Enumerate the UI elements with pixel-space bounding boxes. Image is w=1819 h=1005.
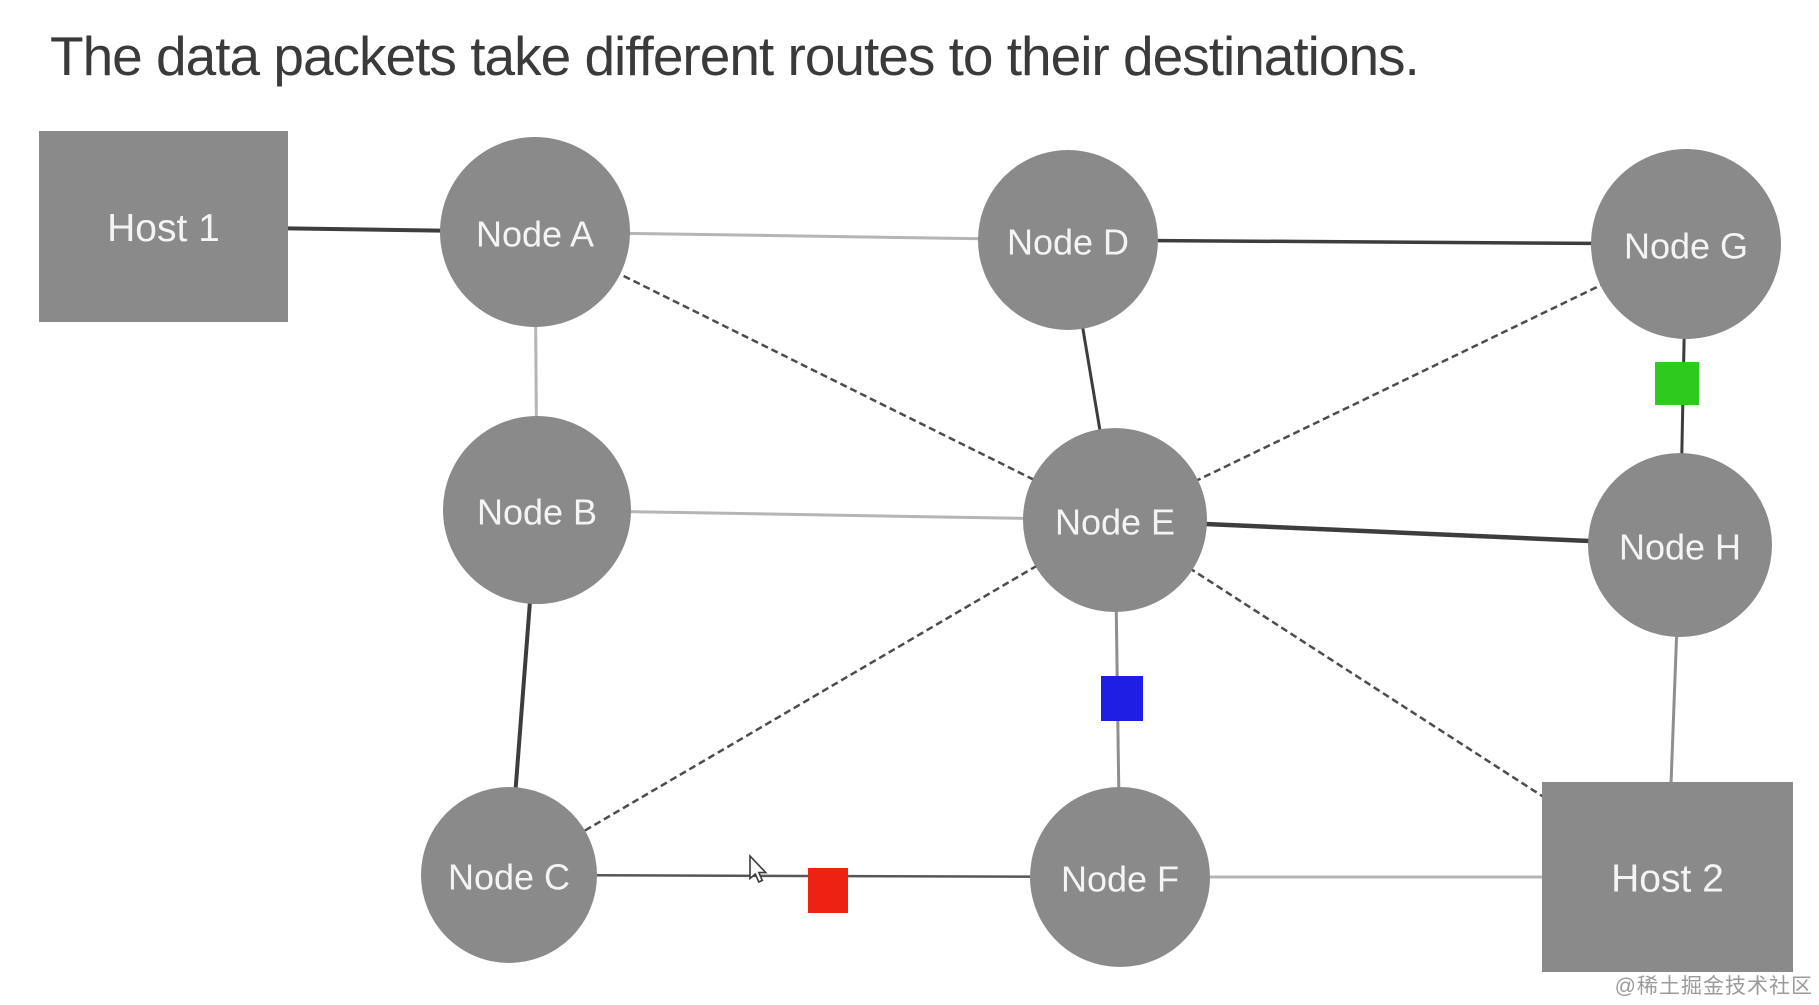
node-G-circle	[1591, 149, 1781, 339]
node-A-label: Node A	[476, 214, 594, 255]
edge-B-E	[536, 508, 1116, 522]
mouse-cursor	[749, 853, 768, 884]
packet-red	[808, 868, 848, 913]
node-E-circle	[1023, 428, 1207, 612]
node-F-circle	[1030, 787, 1210, 967]
node-D-circle	[978, 150, 1158, 330]
node-B-label: Node B	[477, 492, 597, 533]
node-G-label: Node G	[1624, 226, 1748, 267]
host1-label: Host 1	[107, 207, 220, 250]
packet-blue	[1101, 676, 1143, 721]
node-C-label: Node C	[448, 857, 570, 898]
edge-A-E	[534, 230, 1116, 522]
edge-C-E	[508, 518, 1116, 877]
node-H-circle	[1588, 453, 1772, 637]
node-C: Node C	[421, 787, 597, 963]
node-E: Node E	[1023, 428, 1207, 612]
node-H-label: Node H	[1619, 527, 1741, 568]
watermark: @稀土掘金技术社区	[1614, 975, 1813, 998]
node-B: Node B	[443, 416, 631, 604]
host1-box	[39, 131, 288, 322]
edge-E-G	[1114, 242, 1687, 522]
node-C-circle	[421, 787, 597, 963]
node-D-label: Node D	[1007, 222, 1129, 263]
host2-box	[1542, 782, 1793, 972]
host-host2: Host 2	[1542, 782, 1793, 972]
node-F: Node F	[1030, 787, 1210, 967]
edge-E-H	[1114, 517, 1681, 548]
node-H: Node H	[1588, 453, 1772, 637]
host-host1: Host 1	[39, 131, 288, 322]
edge-D-G	[1067, 238, 1687, 246]
page-title: The data packets take different routes t…	[50, 25, 1420, 87]
node-D: Node D	[978, 150, 1158, 330]
node-G: Node G	[1591, 149, 1781, 339]
node-A: Node A	[440, 137, 630, 327]
host2-label: Host 2	[1611, 858, 1724, 901]
node-A-circle	[440, 137, 630, 327]
node-B-circle	[443, 416, 631, 604]
packet-green	[1655, 362, 1699, 405]
node-F-label: Node F	[1061, 859, 1179, 900]
node-E-label: Node E	[1055, 502, 1175, 543]
